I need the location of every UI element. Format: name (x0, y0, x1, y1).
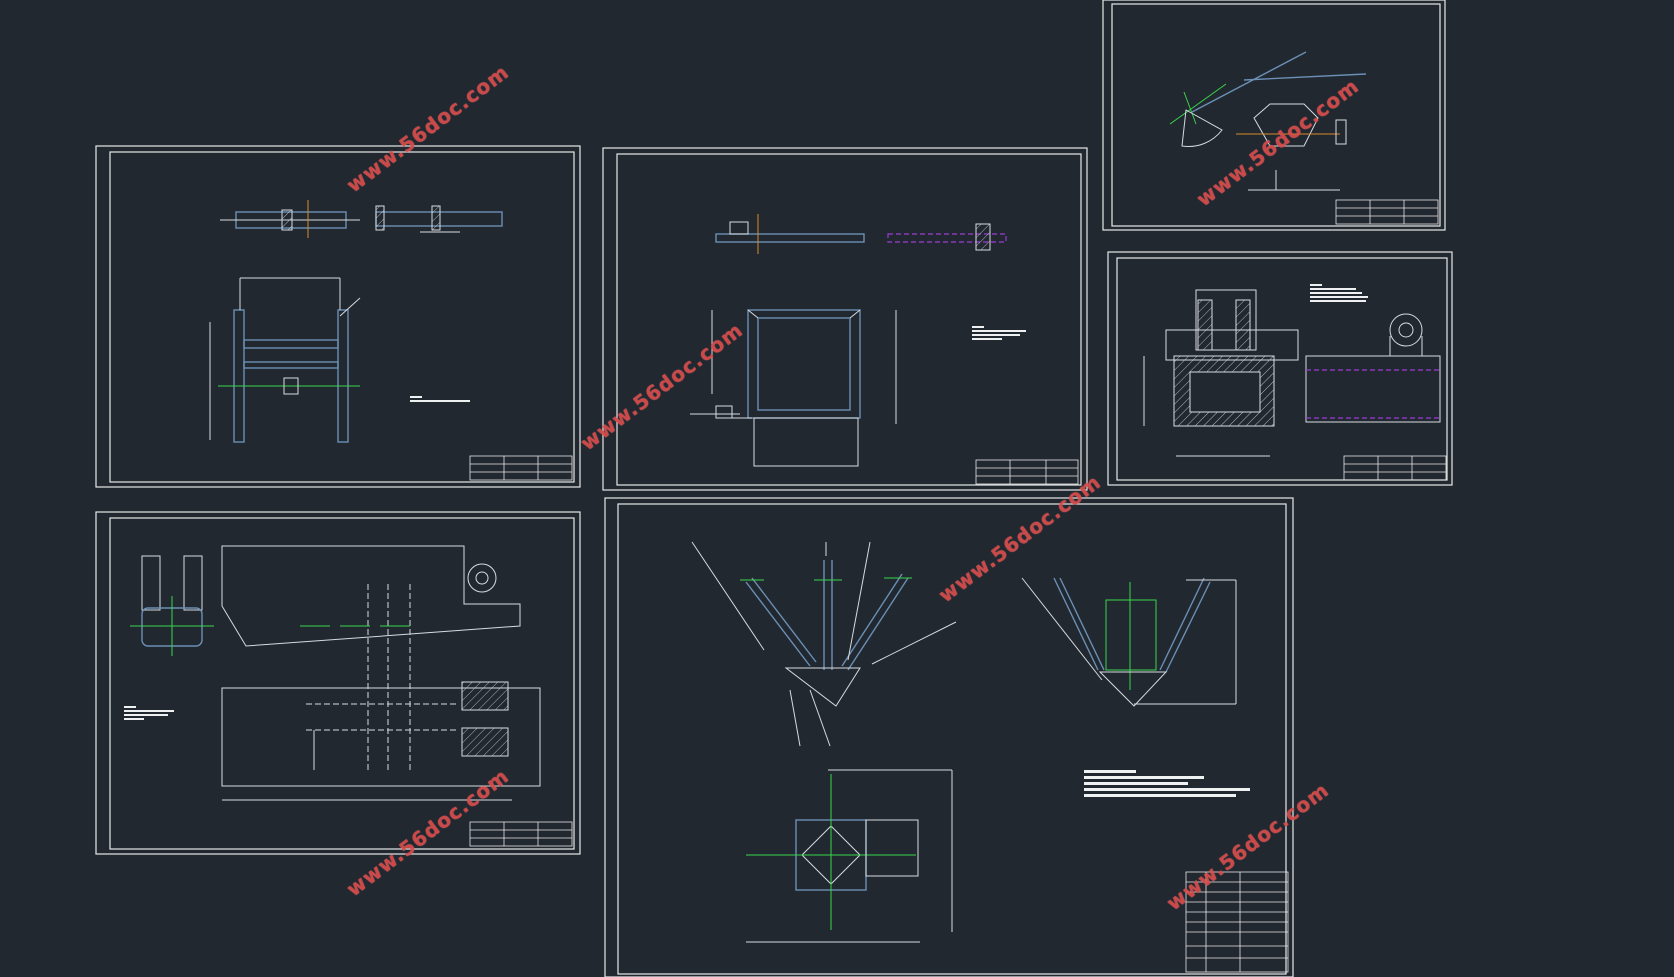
bracket-side-view (1305, 313, 1441, 423)
plate-plan (221, 681, 541, 801)
sheet-plate-detail[interactable] (95, 511, 581, 855)
side-elevation-small (715, 214, 1007, 254)
sheet-arm-linkage[interactable] (1102, 0, 1446, 231)
title-block-3 (1335, 199, 1439, 225)
section-view-top (220, 200, 503, 238)
bracket-section-view (1143, 289, 1299, 457)
assembly-side-view (1021, 577, 1237, 707)
notes-block-5 (124, 706, 174, 720)
title-block-4 (1343, 455, 1447, 481)
fork-end-view (130, 555, 214, 656)
sheet-square-frame[interactable] (602, 147, 1088, 491)
arm-linkage-view (1169, 51, 1367, 191)
sheet-general-assembly[interactable] (604, 497, 1294, 977)
frame-elevation (209, 277, 361, 443)
title-block-5 (469, 821, 573, 847)
sheet-frame-assembly[interactable] (95, 145, 581, 488)
notes-block (410, 396, 470, 402)
plate-elevation (221, 545, 521, 770)
title-block-2 (975, 459, 1079, 485)
title-block (469, 455, 573, 481)
notes-block-2 (972, 326, 1026, 340)
notes-block-6 (1084, 770, 1250, 797)
square-frame-plan (690, 309, 897, 467)
assembly-plan-view (746, 769, 953, 943)
parts-list-table (1185, 871, 1289, 973)
notes-block-4 (1310, 284, 1368, 302)
assembly-front-view (691, 541, 957, 747)
sheet-bracket-section[interactable] (1107, 251, 1453, 486)
